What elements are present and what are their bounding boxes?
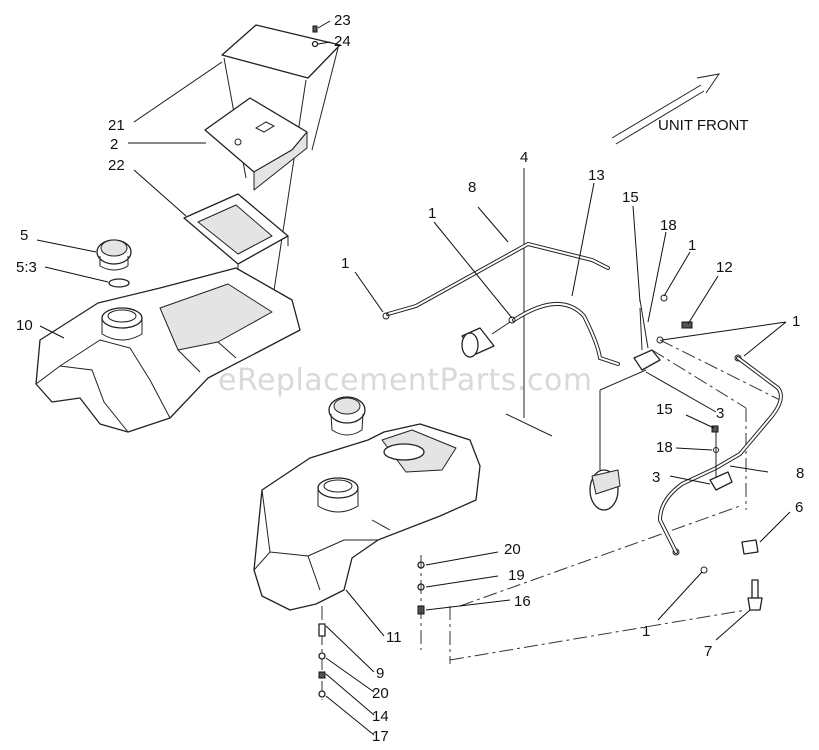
fuel-line-assembly <box>382 168 783 664</box>
callout-10: 10 <box>16 317 33 334</box>
unit-front-label: UNIT FRONT <box>658 117 749 134</box>
callout-1-c: 1 <box>688 237 696 254</box>
callout-20-upper: 20 <box>504 541 521 558</box>
unit-front-arrow <box>611 73 721 145</box>
screw <box>312 25 318 33</box>
watermark-text: eReplacementParts.com <box>218 363 593 398</box>
callout-3-upper: 3 <box>716 405 724 422</box>
callout-16: 16 <box>514 593 531 610</box>
upper-fuel-tank <box>35 267 301 433</box>
hose-clip <box>633 349 661 371</box>
callout-22: 22 <box>108 157 125 174</box>
callout-1-a: 1 <box>428 205 436 222</box>
callout-17: 17 <box>372 728 389 745</box>
callout-19: 19 <box>508 567 525 584</box>
callout-6: 6 <box>795 499 803 516</box>
callout-5-3: 5:3 <box>16 259 37 276</box>
callout-5: 5 <box>20 227 28 244</box>
callout-14: 14 <box>372 708 389 725</box>
callout-8-upper: 8 <box>468 179 476 196</box>
callout-21: 21 <box>108 117 125 134</box>
cap-gasket <box>108 278 130 288</box>
mount-bracket <box>204 97 308 173</box>
upper-tank-assembly <box>35 24 341 433</box>
washer <box>311 40 319 48</box>
nut <box>741 539 759 555</box>
callout-1-d: 1 <box>792 313 800 330</box>
callout-12: 12 <box>716 259 733 276</box>
callout-1-b: 1 <box>341 255 349 272</box>
callout-8-lower: 8 <box>796 465 804 482</box>
callout-24: 24 <box>334 33 351 50</box>
callout-labels: 23 24 21 2 22 5 5:3 10 4 8 13 1 1 15 18 … <box>16 12 804 745</box>
callout-3-lower: 3 <box>652 469 660 486</box>
callout-18-upper: 18 <box>660 217 677 234</box>
callout-15-upper: 15 <box>622 189 639 206</box>
callout-13: 13 <box>588 167 605 184</box>
leader-lines <box>36 20 791 736</box>
cover-plate <box>221 24 341 79</box>
callout-1-e: 1 <box>642 623 650 640</box>
callout-15-lower: 15 <box>656 401 673 418</box>
bolt <box>747 597 763 611</box>
callout-4: 4 <box>520 149 528 166</box>
callout-2: 2 <box>110 136 118 153</box>
callout-18-lower: 18 <box>656 439 673 456</box>
callout-7: 7 <box>704 643 712 660</box>
callout-11: 11 <box>386 629 402 646</box>
callout-9: 9 <box>376 665 384 682</box>
callout-23: 23 <box>334 12 351 29</box>
callout-20-lower: 20 <box>372 685 389 702</box>
lower-tank-assembly <box>253 396 481 700</box>
